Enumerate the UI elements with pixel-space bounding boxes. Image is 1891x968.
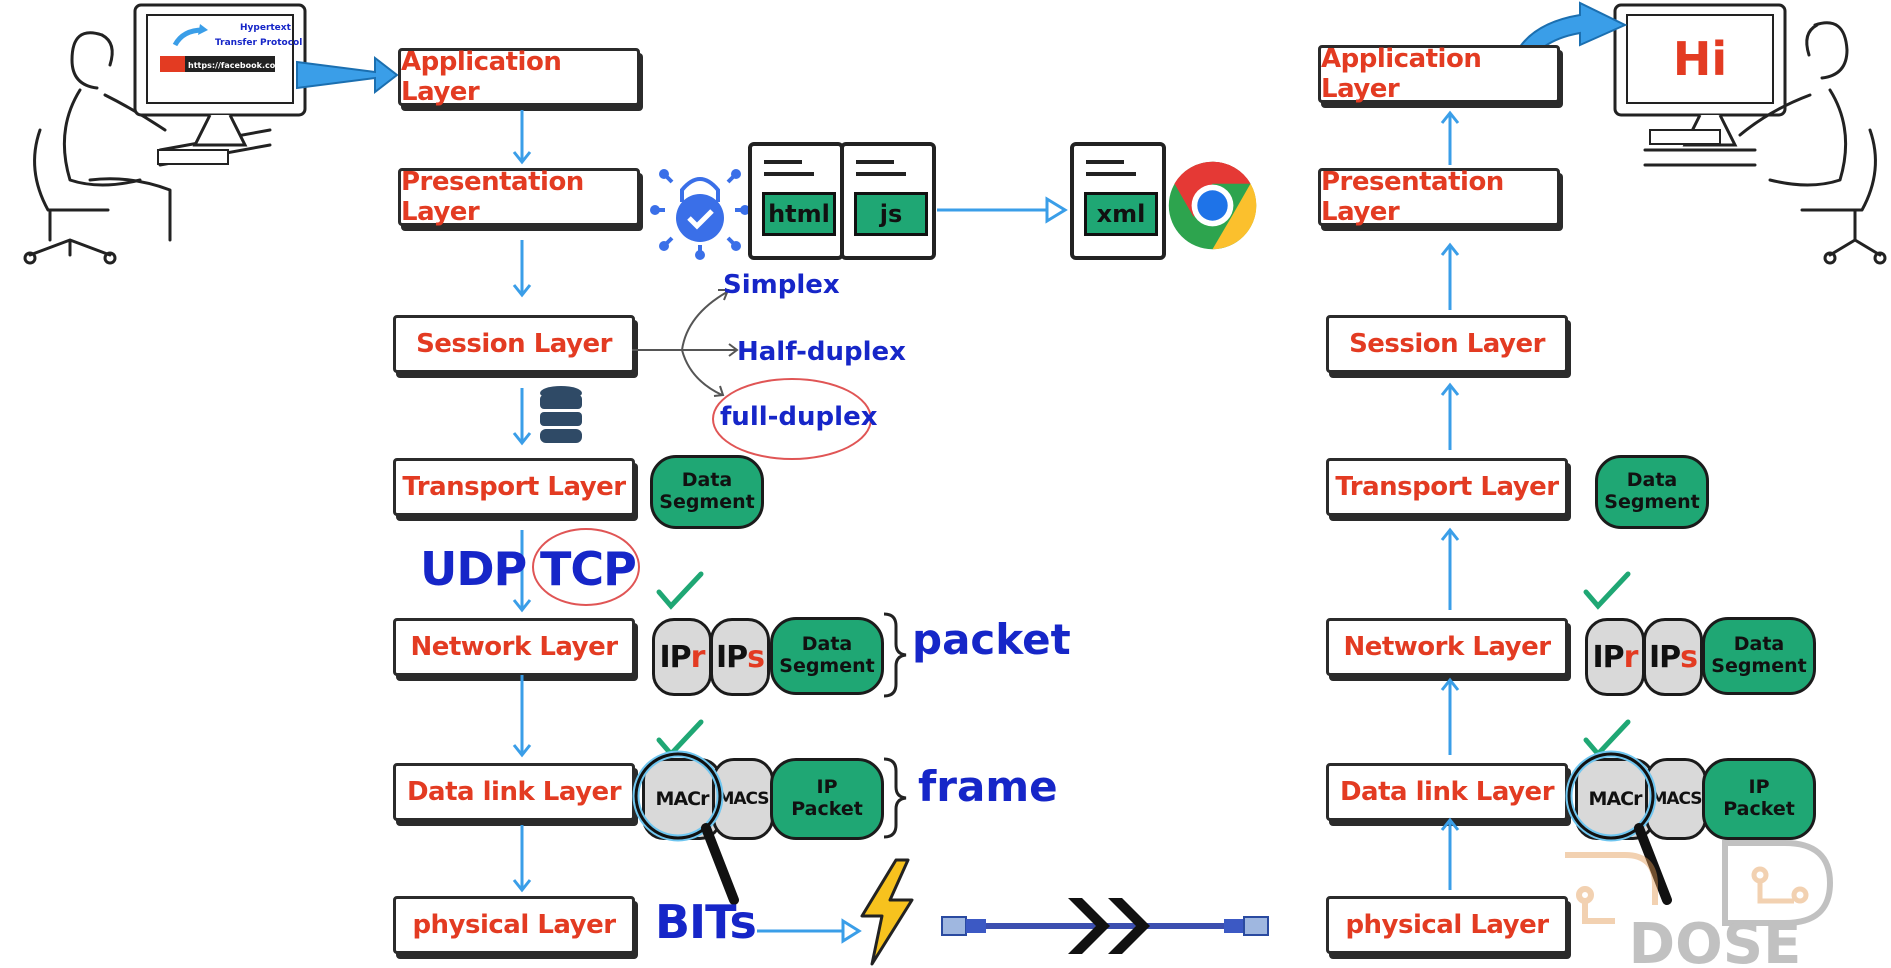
left-transport-segment-line1: Data [681,469,733,492]
xml-file-icon: xml [1070,142,1166,260]
right-network-layer: Network Layer [1326,618,1568,676]
html-file-icon: html [748,142,844,260]
right-presentation-layer: Presentation Layer [1318,167,1560,227]
js-file-icon: js [840,142,936,260]
sender-screen-url: https://facebook.com [188,61,284,70]
session-branch-arrows [632,289,739,397]
left-ip-sender-sub: s [747,639,765,675]
conversion-arrow [937,196,1068,224]
right-network-segment-line1: Data [1733,633,1785,656]
right-ip-sender-main: IP [1648,639,1681,675]
left-ip-receiver-main: IP [659,639,692,675]
left-network-layer: Network Layer [393,618,635,676]
sender-person-illustration: Hypertext Transfer Protocol https://face… [23,3,307,265]
security-lock-icon [650,169,750,260]
left-ip-packet-line1: IP [816,776,838,799]
right-stack-up-arrows [1440,110,1460,890]
full-duplex-highlight [712,378,872,460]
right-ip-sender-sub: s [1680,639,1698,675]
left-mac-receiver-label: MACr [655,788,710,810]
xml-file-label: xml [1084,192,1158,236]
left-datalink-layer: Data link Layer [393,763,635,821]
right-session-layer: Session Layer [1326,315,1568,373]
logo-text: DOSE [1629,912,1802,968]
sender-screen-line1: Hypertext [240,23,292,33]
sender-screen-line2: Transfer Protocol [215,38,302,48]
left-magnifier-icon [632,750,739,905]
left-network-segment-line1: Data [801,633,853,656]
left-mac-sender: MACS [712,758,774,840]
left-ip-sender-main: IP [715,639,748,675]
left-mac-sender-label: MACS [717,789,769,809]
frame-brace [883,757,907,839]
right-network-data-segment: Data Segment [1702,617,1816,695]
right-transport-segment-line2: Segment [1604,491,1700,513]
left-ip-receiver-sub: r [690,639,706,675]
packet-brace [883,612,907,698]
left-transport-segment-line2: Segment [659,491,755,513]
left-stack-down-arrows [512,110,532,893]
sender-to-application-arrow [296,55,399,95]
right-mac-sender: MACS [1645,758,1707,840]
tcp-highlight [532,528,640,606]
simplex-label: Simplex [723,270,840,300]
full-duplex-label: full-duplex [720,402,878,432]
js-file-label: js [854,192,928,236]
html-file-label: html [762,192,836,236]
right-transport-layer: Transport Layer [1326,458,1568,516]
packet-label: packet [912,615,1071,664]
right-transport-data-segment: Data Segment [1595,455,1709,529]
left-network-checkmark-icon [656,571,704,610]
receiver-screen-text: Hi [1673,32,1727,86]
frame-label: frame [918,762,1058,811]
bits-arrow [757,918,862,944]
right-mac-sender-label: MACS [1650,789,1702,809]
left-ip-packet: IP Packet [770,758,884,840]
left-physical-layer: physical Layer [393,896,635,954]
right-mac-receiver-label: MACr [1588,788,1643,810]
right-network-segment-line2: Segment [1711,655,1807,677]
right-datalink-layer: Data link Layer [1326,763,1568,821]
left-ip-packet-line2: Packet [791,798,863,820]
right-physical-layer: physical Layer [1326,896,1568,954]
right-network-checkmark-icon [1583,571,1631,610]
left-transport-data-segment: Data Segment [650,455,764,529]
right-ip-receiver-sub: r [1623,639,1639,675]
right-ip-receiver-main: IP [1592,639,1625,675]
right-transport-segment-line1: Data [1626,469,1678,492]
right-ip-packet: IP Packet [1702,758,1816,840]
udp-label: UDP [420,542,527,596]
receiver-person-illustration: Hi [1613,3,1887,265]
lightning-icon [860,858,914,966]
bits-label: BITs [655,895,757,949]
dose-logo: DOSE [1565,840,1834,968]
half-duplex-label: Half-duplex [737,337,906,367]
left-transport-layer: Transport Layer [393,458,635,516]
right-application-layer: Application Layer [1318,44,1560,104]
left-application-layer: Application Layer [398,47,640,107]
left-presentation-layer: Presentation Layer [398,167,640,227]
left-network-segment-line2: Segment [779,655,875,677]
right-magnifier-icon [1565,750,1672,905]
right-ip-packet-line1: IP [1748,776,1770,799]
tcp-label: TCP [540,542,637,596]
left-session-layer: Session Layer [393,315,635,373]
left-network-data-segment: Data Segment [770,617,884,695]
right-ip-packet-line2: Packet [1723,798,1795,820]
database-icon [540,386,582,443]
ethernet-cable-icon [941,898,1269,954]
chrome-browser-icon [1168,161,1257,250]
